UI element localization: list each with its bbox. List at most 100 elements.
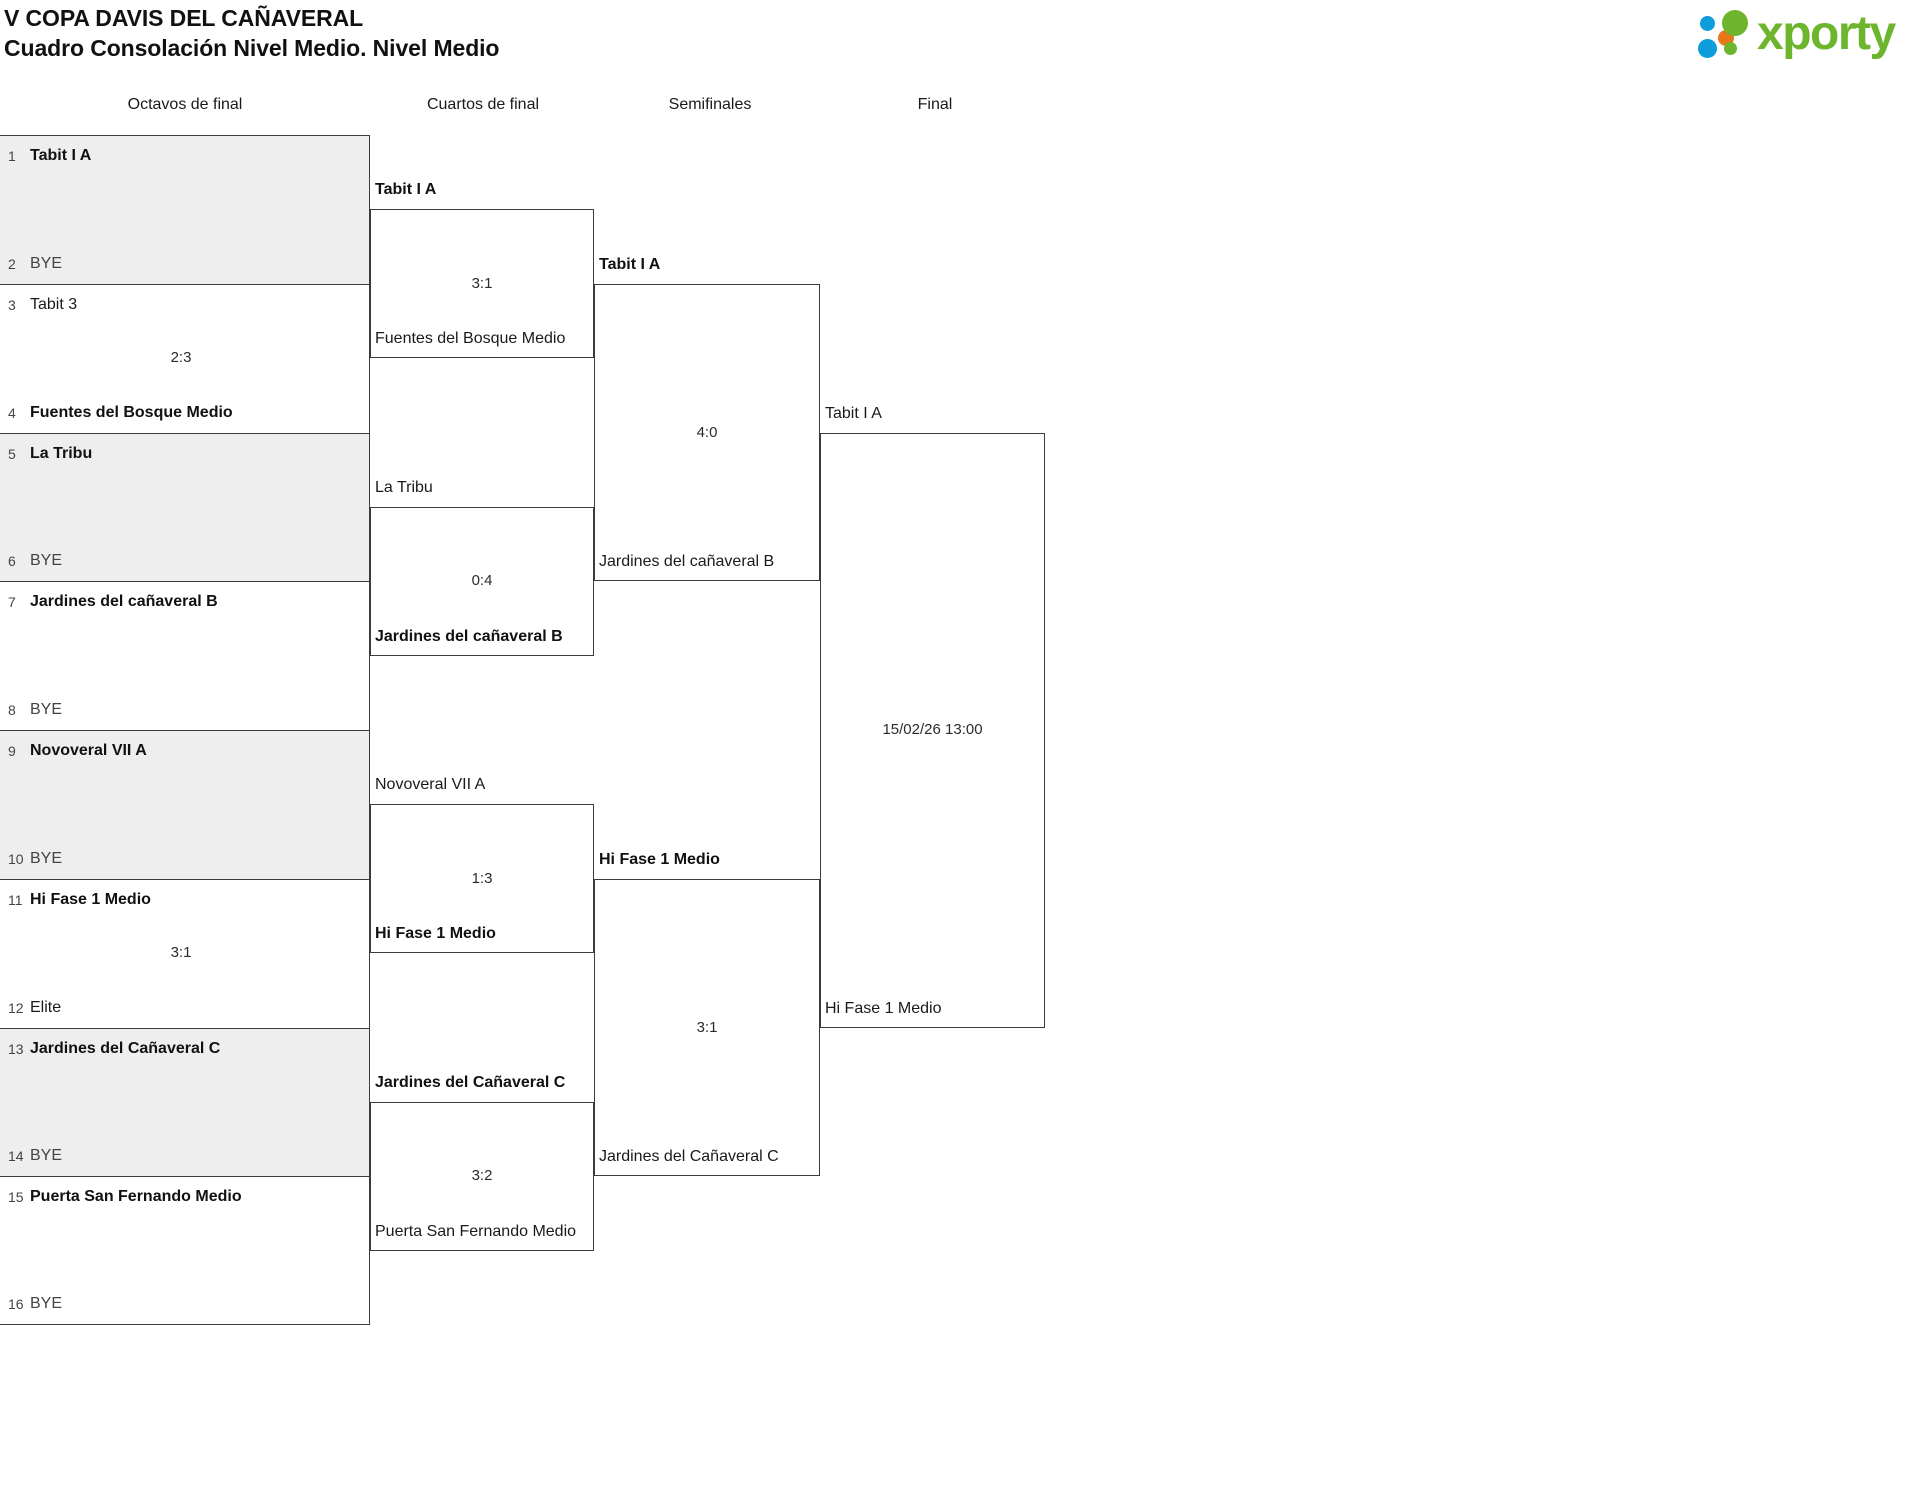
team-name: La Tribu — [30, 444, 93, 462]
round1-slot-14[interactable]: 14 BYE — [8, 1146, 363, 1166]
round1-slot-9[interactable]: 9 Novoveral VII A — [8, 741, 363, 761]
team-name: Hi Fase 1 Medio — [30, 890, 151, 908]
round3-advancer-bot: Jardines del cañaveral B — [599, 553, 775, 571]
team-name: BYE — [30, 552, 63, 570]
team-name: Puerta San Fernando Medio — [30, 1188, 242, 1206]
round1-match-3[interactable]: 5 La Tribu 6 BYE — [0, 432, 370, 582]
round4-advancer-bot: Hi Fase 1 Medio — [825, 999, 942, 1017]
round1-slot-3[interactable]: 3 Tabit 3 — [8, 295, 363, 315]
team-name: BYE — [30, 1295, 63, 1312]
round1-slot-8[interactable]: 8 BYE — [8, 700, 363, 720]
round3-match-2[interactable]: 3:1 — [594, 878, 820, 1177]
round3-advancer-top: Hi Fase 1 Medio — [599, 850, 720, 868]
round2-advancer-bot: Jardines del cañaveral B — [375, 627, 563, 645]
round-header-cuartos: Cuartos de final — [426, 96, 540, 113]
round2-match-1[interactable]: 3:1 — [370, 209, 594, 359]
seed-number: 12 — [8, 999, 24, 1016]
logo-dots-icon — [1697, 8, 1759, 62]
xporty-logo[interactable]: xporty — [1697, 6, 1912, 62]
team-name: Elite — [30, 998, 62, 1016]
tournament-subtitle: Cuadro Consolación Nivel Medio. Nivel Me… — [4, 35, 500, 61]
team-name: Fuentes del Bosque Medio — [30, 403, 233, 421]
round1-match-7[interactable]: 13 Jardines del Cañaveral C 14 BYE — [0, 1027, 370, 1177]
round-header-semifinales: Semifinales — [668, 96, 752, 113]
seed-number: 14 — [8, 1148, 24, 1165]
round4-advancer-top: Tabit I A — [825, 404, 882, 422]
team-name: BYE — [30, 1147, 63, 1165]
round2-score: 1:3 — [471, 869, 493, 887]
logo-dot-blue-small — [1700, 16, 1715, 31]
seed-number: 9 — [8, 743, 16, 759]
page-header: V COPA DAVIS DEL CAÑAVERAL Cuadro Consol… — [0, 0, 1920, 72]
round2-advancer-bot: Puerta San Fernando Medio — [375, 1222, 577, 1240]
seed-number: 13 — [8, 1040, 24, 1057]
seed-number: 15 — [8, 1189, 24, 1206]
team-name: BYE — [30, 701, 63, 718]
round1-match-4[interactable]: 7 Jardines del cañaveral B 8 BYE — [0, 581, 370, 730]
team-name: Jardines del Cañaveral C — [30, 1039, 221, 1057]
round1-slot-11[interactable]: 11 Hi Fase 1 Medio — [8, 890, 363, 910]
seed-number: 10 — [8, 850, 24, 867]
team-name: Jardines del cañaveral B — [30, 593, 218, 611]
seed-number: 3 — [8, 296, 16, 313]
tournament-title: V COPA DAVIS DEL CAÑAVERAL — [4, 5, 364, 31]
round2-score: 0:4 — [471, 572, 493, 590]
round2-score: 3:2 — [471, 1167, 493, 1185]
seed-number: 5 — [8, 445, 16, 462]
round-header-final: Final — [917, 96, 953, 113]
team-name: Novoveral VII A — [30, 742, 147, 759]
logo-wordmark: xporty — [1757, 7, 1896, 60]
round1-match-6[interactable]: 11 Hi Fase 1 Medio 12 Elite 3:1 — [0, 878, 370, 1028]
round2-score: 3:1 — [471, 274, 493, 292]
round2-advancer-bot: Fuentes del Bosque Medio — [375, 330, 566, 348]
round2-advancer-top: La Tribu — [375, 478, 433, 496]
logo-dot-green-small — [1724, 42, 1737, 55]
team-name: Tabit I A — [30, 147, 92, 164]
round2-match-4[interactable]: 3:2 — [370, 1101, 594, 1251]
round2-advancer-bot: Hi Fase 1 Medio — [375, 925, 496, 943]
round2-advancer-top: Tabit I A — [375, 181, 437, 199]
round1-match-5[interactable]: 9 Novoveral VII A 10 BYE — [0, 730, 370, 879]
seed-number: 11 — [8, 891, 23, 908]
round3-score: 4:0 — [696, 423, 718, 441]
round1-score: 3:1 — [170, 944, 192, 962]
seed-number: 6 — [8, 553, 16, 570]
round3-match-1[interactable]: 4:0 — [594, 283, 820, 582]
round3-advancer-bot: Jardines del Cañaveral C — [599, 1148, 779, 1166]
round2-advancer-top: Jardines del Cañaveral C — [375, 1073, 566, 1091]
round4-match-1[interactable]: 15/02/26 13:00 — [820, 432, 1045, 1028]
round1-slot-5[interactable]: 5 La Tribu — [8, 444, 363, 464]
round1-slot-10[interactable]: 10 BYE — [8, 849, 363, 869]
logo-dot-green-large — [1722, 10, 1748, 36]
round1-score: 2:3 — [170, 349, 192, 367]
round1-slot-2[interactable]: 2 BYE — [8, 254, 363, 274]
round-header-octavos: Octavos de final — [127, 96, 243, 113]
logo-dot-blue-large — [1698, 39, 1717, 58]
round1-slot-13[interactable]: 13 Jardines del Cañaveral C — [8, 1039, 363, 1059]
round1-slot-15[interactable]: 15 Puerta San Fernando Medio — [8, 1187, 363, 1207]
round2-match-2[interactable]: 0:4 — [370, 506, 594, 656]
round2-match-3[interactable]: 1:3 — [370, 804, 594, 954]
round1-slot-7[interactable]: 7 Jardines del cañaveral B — [8, 592, 363, 612]
round3-advancer-top: Tabit I A — [599, 255, 661, 273]
round3-score: 3:1 — [696, 1018, 718, 1036]
team-name: BYE — [30, 849, 63, 867]
round1-slot-6[interactable]: 6 BYE — [8, 551, 363, 571]
title-block: V COPA DAVIS DEL CAÑAVERAL Cuadro Consol… — [4, 3, 499, 63]
round1-slot-12[interactable]: 12 Elite — [8, 998, 363, 1018]
round2-advancer-top: Novoveral VII A — [375, 776, 486, 794]
seed-number: 4 — [8, 404, 16, 421]
seed-number: 1 — [8, 148, 16, 164]
team-name: Tabit 3 — [30, 295, 78, 313]
seed-number: 8 — [8, 702, 16, 718]
round1-slot-4[interactable]: 4 Fuentes del Bosque Medio — [8, 403, 363, 423]
seed-number: 7 — [8, 594, 16, 611]
seed-number: 2 — [8, 255, 16, 272]
round1-match-2[interactable]: 3 Tabit 3 4 Fuentes del Bosque Medio 2:3 — [0, 283, 370, 433]
team-name: BYE — [30, 254, 63, 272]
round1-match-1[interactable]: 1 Tabit I A 2 BYE — [0, 135, 370, 284]
round1-slot-1[interactable]: 1 Tabit I A — [8, 146, 363, 166]
